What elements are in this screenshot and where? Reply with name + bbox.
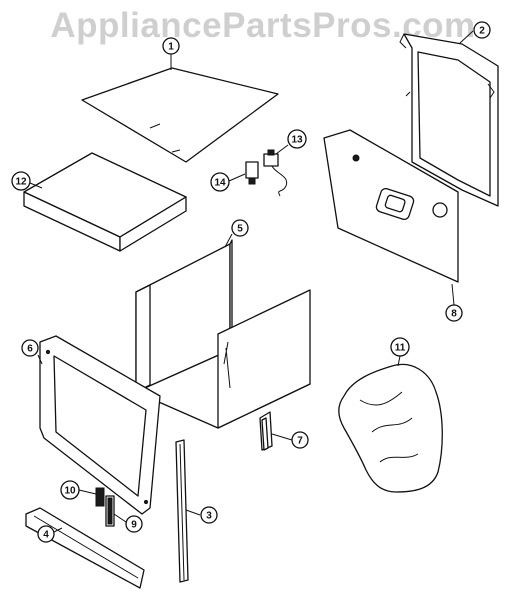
callout-number: 6 [27, 344, 33, 355]
leader-lines [29, 30, 474, 533]
callout-2: 2 [473, 21, 491, 39]
callout-8: 8 [445, 304, 463, 322]
callout-12: 12 [11, 171, 31, 191]
part-small-bracket [105, 495, 115, 527]
callout-1: 1 [162, 37, 180, 55]
callout-4: 4 [37, 525, 55, 543]
callout-11: 11 [390, 337, 410, 357]
part-front-frame [39, 335, 161, 515]
callout-5: 5 [231, 219, 249, 237]
callout-number: 9 [131, 520, 137, 531]
callout-6: 6 [21, 339, 39, 357]
callout-number: 1 [168, 42, 174, 53]
watermark-logo: AppliancePartsPros.com [50, 6, 476, 45]
callout-number: 13 [291, 135, 303, 146]
callout-number: 2 [479, 26, 485, 37]
callout-number: 7 [297, 436, 303, 447]
part-insulation [338, 363, 443, 493]
callout-number: 4 [43, 530, 49, 541]
part-top-panel [81, 67, 279, 163]
callout-number: 3 [206, 511, 212, 522]
callout-number: 11 [395, 343, 406, 354]
callout-number: 5 [237, 224, 243, 235]
part-switch-with-wire [263, 149, 288, 197]
callout-14: 14 [210, 172, 230, 192]
part-back-panel [323, 129, 459, 283]
part-cabinet-body [135, 239, 311, 429]
callout-number: 14 [214, 178, 226, 189]
callout-7: 7 [291, 431, 309, 449]
part-switch [245, 161, 259, 185]
part-insulation-pad [23, 152, 187, 252]
part-corner-bracket [259, 411, 273, 451]
callout-3: 3 [200, 506, 218, 524]
part-vertical-strip [175, 439, 189, 583]
callout-number: 8 [451, 309, 457, 320]
callout-number: 10 [64, 486, 76, 497]
part-bottom-trim [25, 507, 145, 589]
part-rear-frame [399, 33, 499, 207]
callout-10: 10 [60, 480, 80, 500]
callout-9: 9 [125, 515, 143, 533]
callout-number: 12 [15, 177, 27, 188]
part-clip [95, 487, 105, 507]
callout-13: 13 [287, 129, 307, 149]
